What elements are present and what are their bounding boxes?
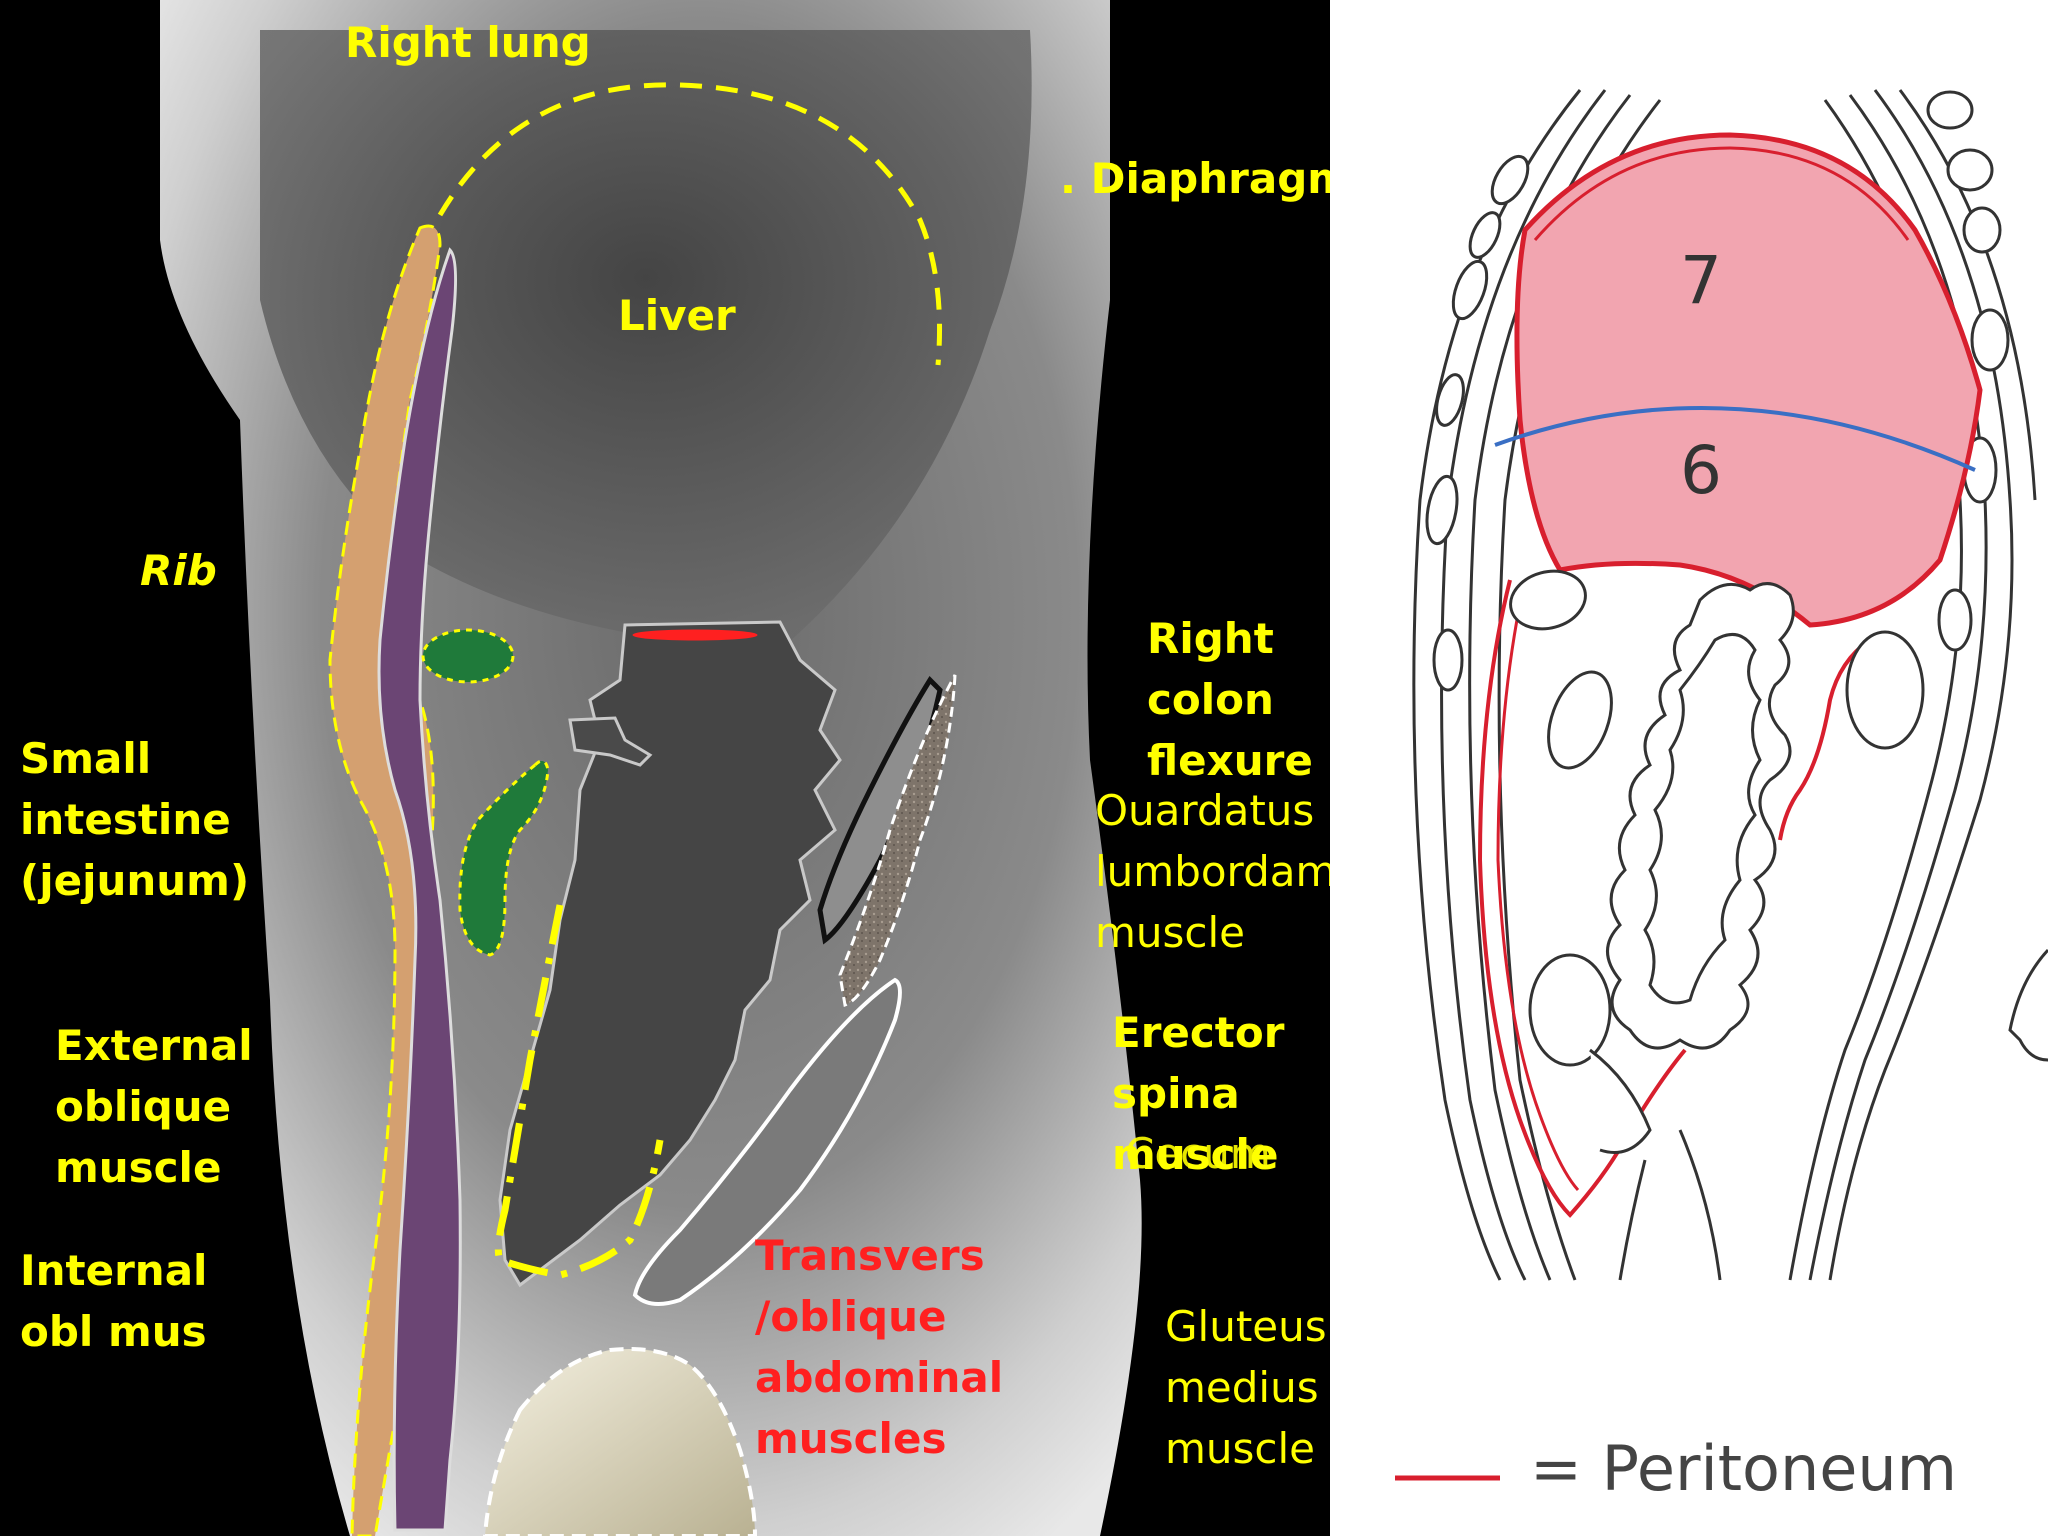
mri-image	[160, 0, 1142, 1536]
colon-flexure-marker	[632, 629, 758, 641]
label-small-intestine: Small intestine (jejunum)	[20, 734, 250, 905]
label-transvers-oblique: Transvers /oblique abdominal muscles	[755, 1231, 1004, 1463]
rib-sections	[1425, 90, 2010, 692]
region-divider	[1494, 405, 1976, 472]
adjacent-structure	[2008, 948, 2048, 1062]
label-erector-spina: Erector spina muscle	[1112, 1008, 1285, 1179]
diaphragm-arc	[437, 82, 943, 366]
region-number-6: 6	[1680, 432, 1722, 509]
legend-peritoneum: = Peritoneum	[1530, 1432, 1958, 1505]
label-internal-oblique: Internal obl mus	[20, 1246, 208, 1356]
peritoneal-cavity-upper	[1514, 132, 1983, 628]
label-rib: Rib	[140, 546, 217, 595]
gluteus-region	[632, 977, 902, 1306]
internal-oblique-layer	[377, 247, 462, 1532]
peritoneum-diagram	[1330, 0, 2048, 1536]
label-liver: Liver	[618, 291, 736, 340]
label-right-lung: Right lung	[345, 18, 591, 67]
small-intestine-spot-upper	[421, 628, 515, 684]
label-gluteus-medius: Gluteus medius muscle	[1165, 1302, 1327, 1473]
label-external-oblique: External oblique muscle	[55, 1021, 253, 1192]
small-intestine-spot-lower	[458, 759, 550, 957]
intestine-appendix	[568, 716, 653, 767]
label-right-colon-flexure: Right colon flexure	[1147, 614, 1313, 785]
liver-region	[260, 30, 1032, 650]
label-cecum: Cecum	[1125, 1129, 1271, 1178]
intestine-mass	[498, 620, 842, 1288]
intestine-loops	[1509, 569, 1925, 1281]
peritoneum-right	[1778, 638, 1872, 841]
pelvic-bone	[482, 1347, 758, 1536]
peritoneum-inner-line	[1533, 146, 1910, 241]
cecum-outline	[494, 904, 664, 1279]
label-diaphragm: . Diaphragm	[1060, 154, 1352, 203]
region-number-7: 7	[1680, 242, 1722, 319]
label-quadratus: Ouardatus lumbordam muscle	[1095, 786, 1337, 957]
erector-spina-muscle	[838, 674, 957, 1007]
peritoneum-lower-2	[1496, 579, 1580, 1192]
